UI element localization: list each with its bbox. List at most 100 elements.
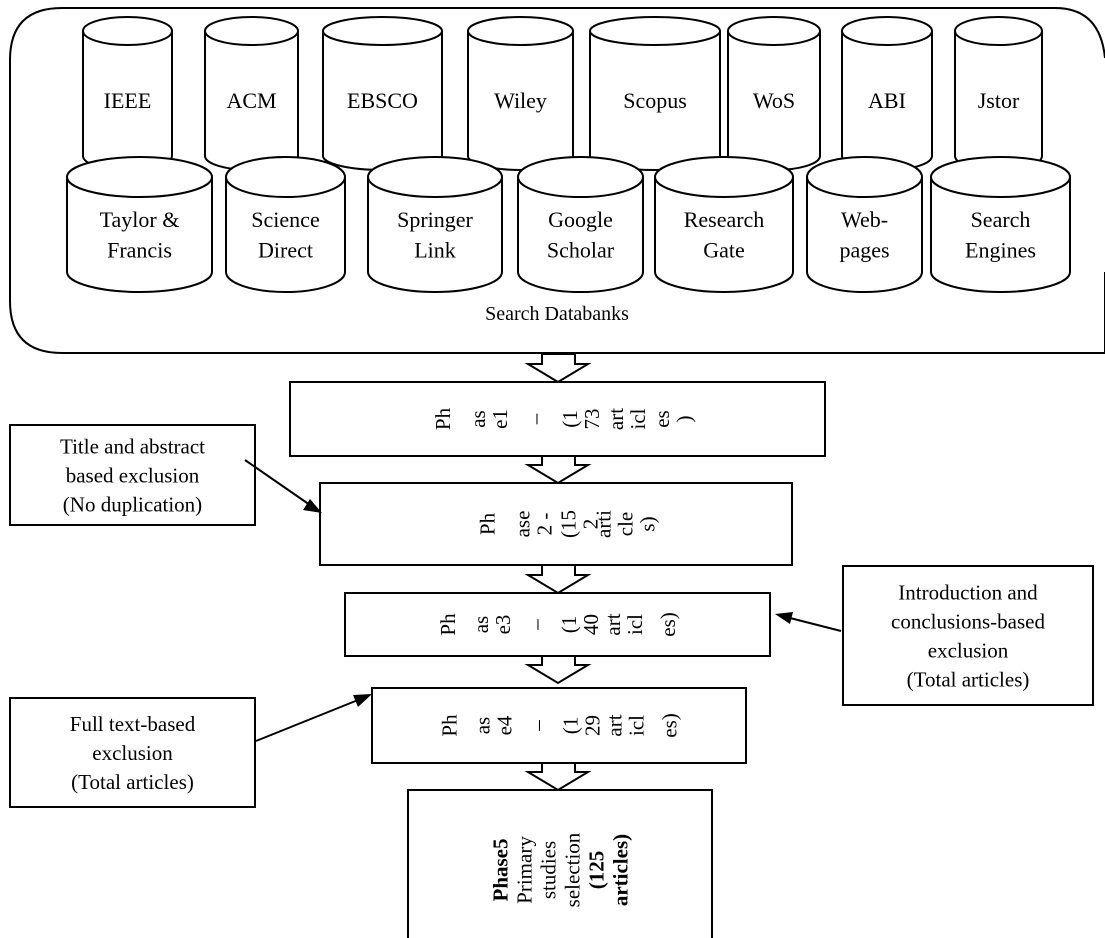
phase2-fragment: s)	[635, 516, 659, 531]
phase3-fragment: 40	[579, 614, 603, 635]
database-research-gate-label: Research	[684, 207, 765, 232]
database-taylor-and-francis: Taylor &Francis	[66, 156, 213, 293]
database-scopus: Scopus	[589, 16, 721, 171]
phase2-fragment: ase	[510, 511, 534, 538]
database-ebsco-label: EBSCO	[347, 88, 418, 113]
phase1-fragment: (1	[558, 410, 582, 428]
search-databanks-label: Search Databanks	[485, 303, 629, 325]
phase2-fragment: 2	[578, 519, 602, 530]
database-ebsco: EBSCO	[322, 16, 443, 171]
phase1-fragment: e1	[488, 409, 512, 429]
database-taylor-and-francis-label: Taylor &	[100, 207, 180, 232]
phase2-fragment: cle	[613, 512, 637, 536]
phase4-fragment: as	[470, 717, 494, 735]
database-wos: WoS	[727, 16, 821, 171]
phase1-fragment: art	[604, 408, 628, 430]
arrow-to-phase3	[524, 564, 592, 595]
arrow-to-phase2	[524, 454, 592, 485]
phase4-fragment: 29	[580, 715, 604, 736]
leader-intro-conclusions	[789, 617, 842, 632]
note2-line: exclusion	[928, 638, 1009, 662]
note3-line: Full text-based	[70, 712, 196, 736]
database-search-engines-label: Engines	[965, 237, 1036, 262]
arrow-to-phase1	[524, 353, 592, 384]
note2-line: conclusions-based	[891, 609, 1045, 633]
leader-title-abstract-arrowhead	[303, 499, 322, 513]
database-google-scholar-label: Scholar	[547, 237, 615, 262]
database-wiley: Wiley	[467, 16, 574, 171]
phase3-fragment: (1	[557, 616, 581, 634]
database-abi: ABI	[841, 16, 933, 171]
phase5-fragment: articles)	[608, 834, 632, 906]
phase3-fragment: –	[524, 619, 548, 631]
title-abstract-note: Title and abstract based exclusion (No dup…	[9, 424, 256, 526]
leader-intro-conclusions-arrowhead	[775, 612, 793, 624]
leader-title-abstract	[244, 459, 311, 506]
database-ieee: IEEE	[82, 16, 173, 171]
phase1-fragment: Ph	[431, 407, 455, 430]
phase3-fragment: icl	[623, 614, 647, 635]
note1-line: (No duplication)	[63, 492, 202, 516]
leader-full-text	[255, 699, 359, 742]
arrow-to-phase5	[524, 761, 592, 792]
intro-conclusions-note: Introduction and conclusions-based exclusi…	[842, 565, 1094, 706]
database-research-gate-label: Gate	[703, 237, 745, 262]
phase3-fragment: e3	[491, 615, 515, 635]
database-wos-label: WoS	[753, 88, 795, 113]
phase1-fragment: as	[466, 410, 490, 428]
phase3-fragment: art	[601, 613, 625, 635]
database-wiley-label: Wiley	[494, 88, 547, 113]
phase5-fragment: selection	[560, 832, 584, 907]
phase2-fragment: arti	[591, 510, 615, 538]
database-scopus-label: Scopus	[623, 88, 687, 113]
note1-line: based exclusion	[66, 463, 200, 487]
phase3-fragment: as	[469, 616, 493, 634]
note1-line: Title and abstract	[60, 434, 205, 458]
database-science-direct-label: Science	[251, 207, 319, 232]
leader-full-text-arrowhead	[353, 694, 372, 707]
note2-line: Introduction and	[898, 580, 1038, 604]
phase1-fragment: )	[672, 416, 696, 423]
phase1-fragment: –	[523, 413, 547, 425]
database-abi-label: ABI	[868, 88, 906, 113]
phase1-fragment: 73	[580, 409, 604, 430]
phase2-fragment: 2 -	[532, 513, 556, 536]
database-web-pages-label: Web-	[841, 207, 888, 232]
phase4-fragment: (1	[558, 717, 582, 735]
flow-arrows	[524, 353, 592, 792]
database-ieee-label: IEEE	[104, 88, 152, 113]
database-row-2: Taylor &FrancisScienceDirectSpringerLink…	[66, 156, 1071, 293]
database-jstor-label: Jstor	[978, 88, 1020, 113]
phase4-fragment: es)	[657, 713, 681, 738]
database-jstor: Jstor	[954, 16, 1043, 171]
database-search-engines-label: Search	[971, 207, 1031, 232]
phase5-fragment: Primary	[512, 836, 536, 904]
database-web-pages: Web-pages	[806, 156, 923, 293]
phase3-fragment: es)	[656, 612, 680, 637]
phase1-fragment: es	[650, 410, 674, 428]
database-science-direct-label: Direct	[258, 237, 313, 262]
leader-lines	[244, 459, 842, 742]
phase2-fragment: Ph	[475, 512, 499, 535]
phase4-fragment: Ph	[437, 714, 461, 737]
database-springer-link-label: Springer	[397, 207, 473, 232]
phase2-fragment: (15	[556, 510, 580, 538]
database-web-pages-label: pages	[839, 237, 889, 262]
database-google-scholar-label: Google	[548, 207, 613, 232]
